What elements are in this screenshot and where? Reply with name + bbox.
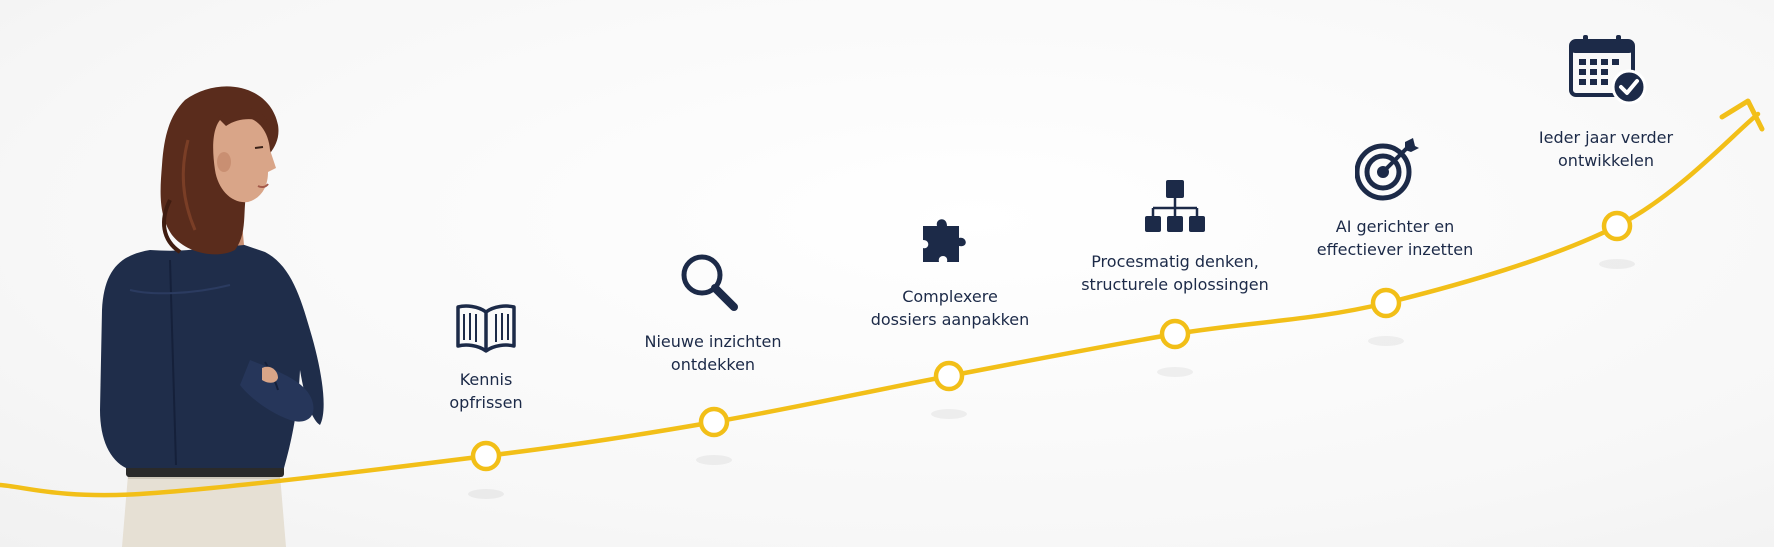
puzzle-piece-icon bbox=[919, 214, 973, 268]
step-label-inzichten: Nieuwe inzichten ontdekken bbox=[644, 330, 781, 376]
target-icon bbox=[1355, 136, 1421, 202]
step-label-line: Kennis bbox=[459, 370, 513, 389]
step-label-line: opfrissen bbox=[449, 393, 523, 412]
milestone-node-3 bbox=[933, 360, 965, 392]
magnifier-icon bbox=[678, 251, 740, 313]
node-shadow bbox=[1599, 259, 1635, 269]
step-label-line: AI gerichter en bbox=[1335, 217, 1455, 236]
step-label-kennis: Kennis opfrissen bbox=[449, 368, 522, 414]
step-label-dossiers: Complexere dossiers aanpakken bbox=[871, 285, 1030, 331]
arrow-head bbox=[1719, 98, 1765, 132]
step-label-line: ontwikkelen bbox=[1558, 151, 1654, 170]
step-label-procesmatig: Procesmatig denken, structurele oplossin… bbox=[1081, 250, 1269, 296]
milestone-node-1 bbox=[470, 440, 502, 472]
open-book-icon bbox=[454, 302, 518, 356]
milestone-node-4 bbox=[1159, 318, 1191, 350]
step-label-line: dossiers aanpakken bbox=[870, 310, 1030, 329]
node-shadow bbox=[931, 409, 967, 419]
step-label-line: Nieuwe inzichten bbox=[644, 332, 782, 351]
node-shadow bbox=[468, 489, 504, 499]
step-label-line: ontdekken bbox=[670, 355, 756, 374]
step-label-ieder-jaar: Ieder jaar verder ontwikkelen bbox=[1539, 126, 1673, 172]
step-label-line: Procesmatig denken, bbox=[1091, 252, 1259, 271]
step-label-line: effectiever inzetten bbox=[1316, 240, 1474, 259]
calendar-check-icon bbox=[1569, 33, 1647, 105]
step-label-ai: AI gerichter en effectiever inzetten bbox=[1317, 215, 1473, 261]
milestone-node-2 bbox=[698, 406, 730, 438]
step-label-line: Ieder jaar verder bbox=[1538, 128, 1674, 147]
node-shadow bbox=[696, 455, 732, 465]
milestone-node-5 bbox=[1370, 287, 1402, 319]
woman-figure bbox=[100, 80, 380, 547]
step-label-line: structurele oplossingen bbox=[1081, 275, 1269, 294]
milestone-node-6 bbox=[1601, 210, 1633, 242]
node-shadow bbox=[1368, 336, 1404, 346]
step-label-line: Complexere bbox=[902, 287, 998, 306]
hierarchy-icon bbox=[1143, 178, 1207, 236]
node-shadow bbox=[1157, 367, 1193, 377]
